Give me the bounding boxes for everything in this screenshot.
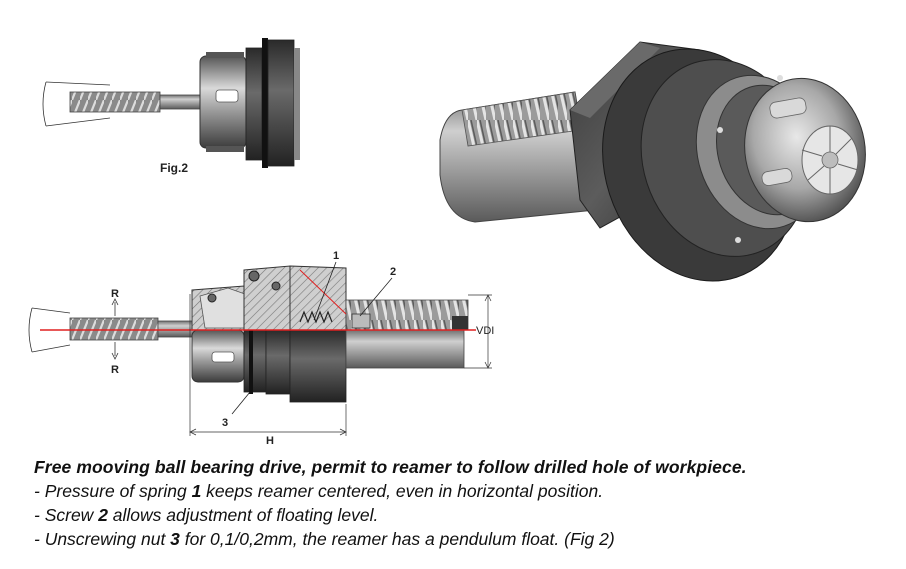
callout-2: 2 — [390, 266, 396, 278]
callout-3: 3 — [222, 417, 228, 429]
callout-1: 1 — [333, 250, 339, 262]
fig2-drawing: Fig.2 — [42, 38, 300, 175]
dimension-h-label: H — [266, 435, 274, 447]
r-label-bottom: R — [111, 364, 119, 376]
r-label-top: R — [111, 288, 119, 300]
caption-line-nut: - Unscrewing nut 3 for 0,1/0,2mm, the re… — [34, 529, 615, 549]
technical-drawing: Fig.2 — [28, 38, 866, 447]
caption-headline: Free mooving ball bearing drive, permit … — [34, 457, 747, 477]
caption: Free mooving ball bearing drive, permit … — [34, 455, 894, 551]
dimension-vdi-label: VDI — [476, 325, 494, 337]
caption-line-screw: - Screw 2 allows adjustment of floating … — [34, 505, 379, 525]
caption-line-spring: - Pressure of spring 1 keeps reamer cent… — [34, 481, 604, 501]
fig2-label: Fig.2 — [160, 161, 188, 175]
cross-section-drawing: R R 1 2 3 — [28, 250, 494, 447]
tool-holder-3d-render — [439, 41, 866, 282]
